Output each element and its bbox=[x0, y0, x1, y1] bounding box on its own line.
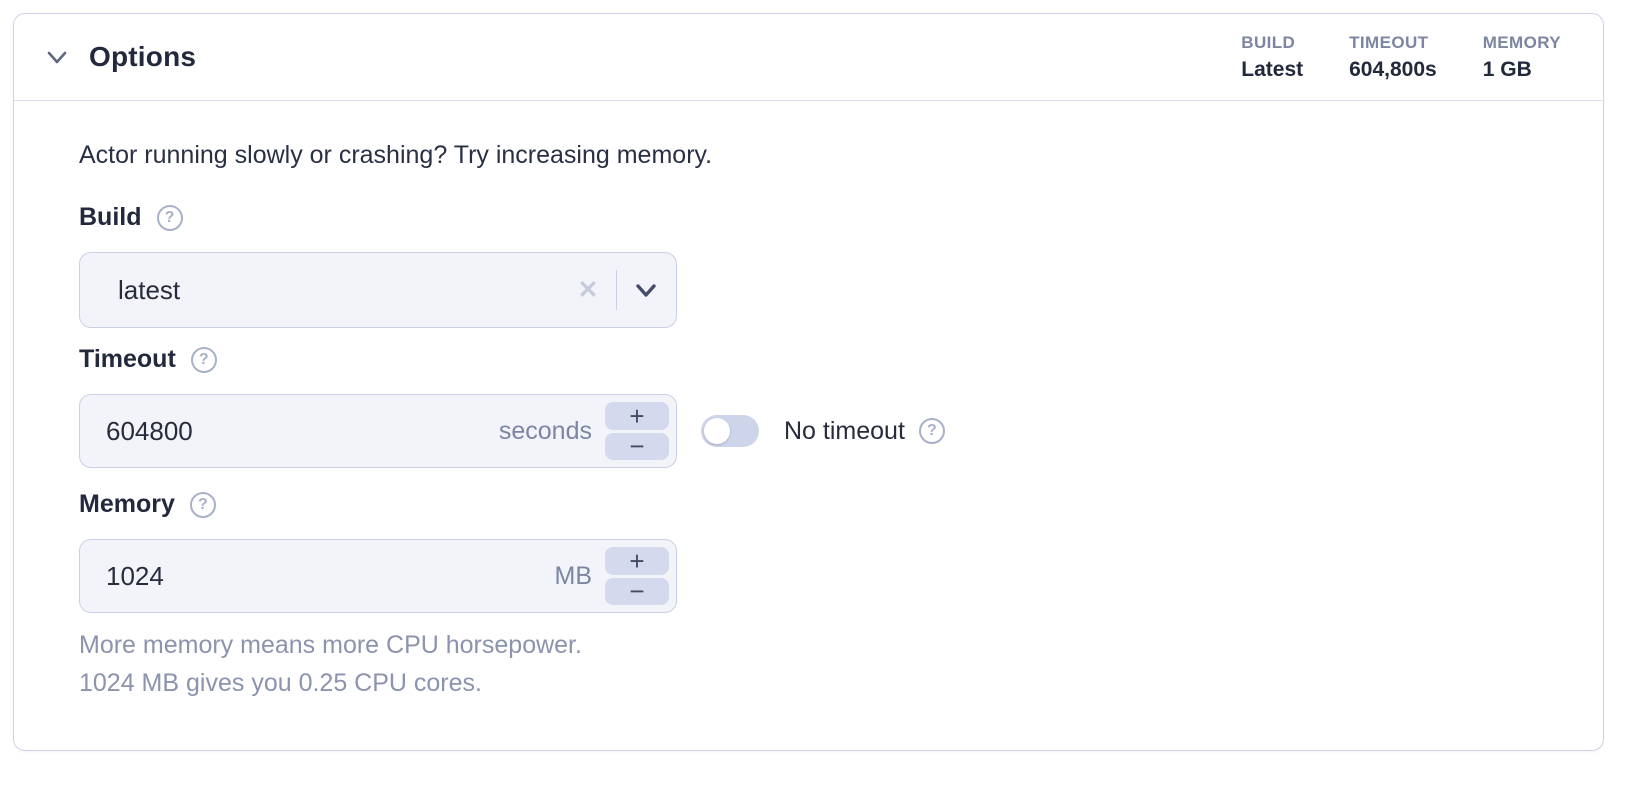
memory-help-text-line1: More memory means more CPU horsepower. bbox=[79, 631, 582, 659]
memory-unit-suffix: MB bbox=[554, 561, 593, 590]
memory-hint-text: Actor running slowly or crashing? Try in… bbox=[79, 141, 713, 169]
timeout-increment-button[interactable]: + bbox=[605, 402, 669, 430]
timeout-help-icon[interactable]: ? bbox=[190, 346, 217, 373]
build-field-label: Build bbox=[79, 203, 142, 231]
memory-help-text-line2: 1024 MB gives you 0.25 CPU cores. bbox=[79, 669, 482, 697]
timeout-input[interactable] bbox=[106, 415, 499, 447]
select-divider bbox=[615, 270, 617, 310]
timeout-stepper: + − bbox=[605, 402, 669, 460]
memory-help-icon[interactable]: ? bbox=[189, 491, 216, 518]
stat-build-value: Latest bbox=[1241, 57, 1304, 81]
toggle-knob bbox=[704, 418, 730, 444]
memory-decrement-button[interactable]: − bbox=[605, 577, 669, 605]
build-select-value: latest bbox=[118, 274, 181, 305]
stat-memory-label: MEMORY bbox=[1482, 32, 1561, 52]
stat-timeout-label: TIMEOUT bbox=[1349, 32, 1429, 52]
stat-timeout-value: 604,800s bbox=[1349, 57, 1437, 81]
memory-field-row: MB + − bbox=[79, 539, 1539, 613]
memory-field-label-row: Memory ? bbox=[79, 490, 1539, 519]
memory-input[interactable] bbox=[106, 560, 555, 592]
options-panel-body: Actor running slowly or crashing? Try in… bbox=[14, 101, 1603, 702]
options-panel-header: Options BUILD Latest TIMEOUT 604,800s ME… bbox=[14, 14, 1603, 101]
clear-icon[interactable]: ✕ bbox=[577, 275, 599, 304]
stat-build: BUILD Latest bbox=[1241, 33, 1303, 82]
timeout-input-wrap: seconds + − bbox=[79, 394, 677, 468]
timeout-field-label-row: Timeout ? bbox=[79, 345, 1539, 374]
timeout-field-label: Timeout bbox=[79, 345, 176, 373]
stat-memory-value: 1 GB bbox=[1482, 57, 1532, 81]
stat-memory: MEMORY 1 GB bbox=[1483, 33, 1561, 82]
timeout-field-row: seconds + − No timeout ? bbox=[79, 394, 1539, 468]
memory-stepper: + − bbox=[605, 547, 669, 605]
panel-title: Options bbox=[89, 41, 197, 72]
build-select[interactable]: latest ✕ bbox=[79, 252, 677, 328]
header-stats: BUILD Latest TIMEOUT 604,800s MEMORY 1 G… bbox=[1241, 33, 1561, 82]
no-timeout-toggle-group: No timeout ? bbox=[701, 415, 945, 447]
options-panel: Options BUILD Latest TIMEOUT 604,800s ME… bbox=[13, 13, 1604, 751]
no-timeout-toggle[interactable] bbox=[701, 415, 759, 447]
memory-input-wrap: MB + − bbox=[79, 539, 677, 613]
build-field-label-row: Build ? bbox=[79, 203, 1539, 232]
no-timeout-label: No timeout bbox=[784, 416, 905, 445]
timeout-unit-suffix: seconds bbox=[498, 416, 592, 445]
select-chevron-down-icon[interactable] bbox=[634, 278, 658, 302]
collapse-section-button[interactable] bbox=[39, 39, 75, 75]
build-select-controls: ✕ bbox=[578, 270, 658, 310]
memory-field-label: Memory bbox=[79, 490, 175, 518]
build-help-icon[interactable]: ? bbox=[156, 204, 183, 231]
timeout-decrement-button[interactable]: − bbox=[605, 432, 669, 460]
stat-timeout: TIMEOUT 604,800s bbox=[1349, 33, 1437, 82]
no-timeout-help-icon[interactable]: ? bbox=[918, 418, 945, 444]
memory-increment-button[interactable]: + bbox=[605, 547, 669, 575]
chevron-down-icon bbox=[47, 51, 67, 64]
stat-build-label: BUILD bbox=[1241, 32, 1296, 52]
